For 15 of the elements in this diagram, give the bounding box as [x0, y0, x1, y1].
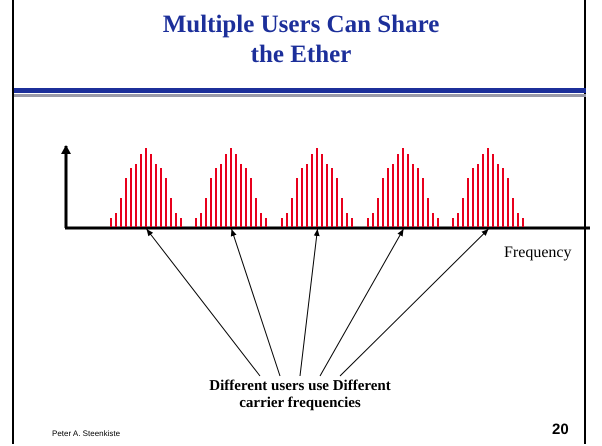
- author-footer: Peter A. Steenkiste: [52, 429, 120, 438]
- slide-title: Multiple Users Can Share the Ether: [162, 10, 440, 70]
- spectrum-drawing: [109, 147, 184, 227]
- annotation-text: Different users use Different carrier frequencies: [195, 378, 405, 412]
- spectrum-drawing: [366, 147, 441, 227]
- leader-arrow: [230, 228, 280, 376]
- leader-arrow: [300, 228, 320, 376]
- leader-arrow: [340, 228, 489, 376]
- slide-number: 20: [552, 421, 569, 438]
- spectrum-drawing: [194, 147, 269, 227]
- leader-arrow: [320, 228, 404, 376]
- spectrum-drawing: [451, 147, 526, 227]
- axis-label: Frequency: [504, 244, 572, 262]
- spectrum-drawing: [280, 147, 355, 227]
- leader-arrow: [146, 228, 260, 376]
